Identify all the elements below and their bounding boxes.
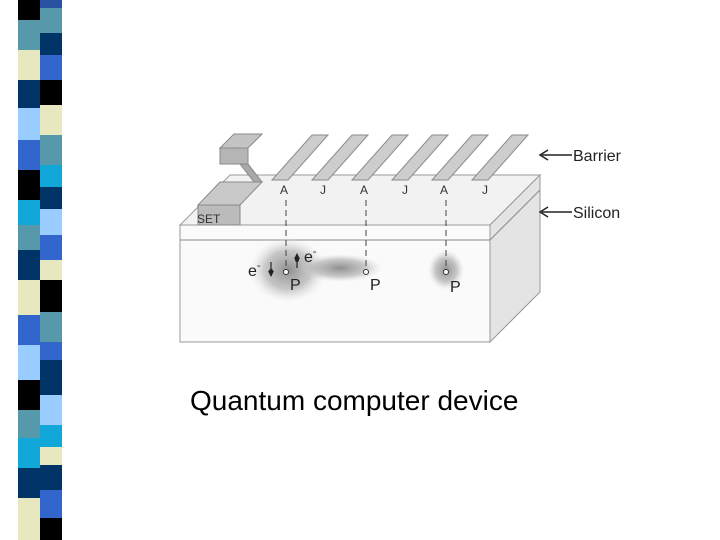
electron-cloud — [298, 254, 382, 282]
stripe-block — [18, 468, 40, 498]
stripe-block — [18, 345, 40, 380]
stripe-block — [40, 105, 62, 135]
electron-labels: e- e- — [248, 246, 317, 280]
set-lead-front — [219, 147, 249, 165]
stripe-block — [18, 108, 40, 140]
stripe-block — [40, 342, 62, 360]
stripe-block — [40, 280, 62, 312]
gate-j-label: J — [320, 183, 326, 197]
spin-up-arrow-icon — [294, 253, 300, 268]
stripe-block — [40, 395, 62, 425]
stripe-block — [40, 490, 62, 518]
stripe-block — [18, 0, 40, 20]
phosphorus-label: P — [450, 279, 461, 296]
stripe-block — [40, 165, 62, 187]
gate-bar — [470, 134, 530, 181]
stripe-block — [40, 33, 62, 55]
barrier-label: Barrier — [573, 148, 622, 165]
donor-dot — [283, 269, 289, 275]
gate-j-label: J — [482, 183, 488, 197]
electron-label: e- — [248, 260, 261, 280]
stripe-block — [18, 410, 40, 438]
set-connector — [238, 163, 264, 183]
silicon-arrowhead-icon — [538, 206, 549, 218]
set-lead — [218, 133, 264, 149]
stripe-block — [18, 280, 40, 315]
stripe-block — [40, 312, 62, 342]
gate-a-label: A — [440, 183, 448, 197]
slide-caption: Quantum computer device — [190, 385, 519, 416]
donor-dot — [363, 269, 369, 275]
gate-donor-lines — [285, 200, 447, 270]
stripe-block — [18, 80, 40, 108]
barrier-arrowhead-icon — [538, 149, 549, 161]
gate-bar — [270, 134, 330, 181]
stripe-block — [40, 465, 62, 490]
stripe-block — [40, 135, 62, 165]
stripe-block — [40, 55, 62, 80]
stripe-block — [40, 360, 62, 395]
stripe-block — [40, 425, 62, 447]
stripe-block — [18, 438, 40, 468]
stripe-block — [18, 225, 40, 250]
stripe-block — [40, 8, 62, 33]
gate-bar — [430, 134, 490, 181]
stripe-block — [40, 235, 62, 260]
stripe-block — [40, 518, 62, 540]
stripe-block — [18, 140, 40, 170]
gate-electrodes — [270, 134, 530, 181]
spin-down-arrow-icon — [268, 262, 274, 277]
phosphorus-label: P — [370, 277, 381, 294]
gate-a-label: A — [280, 183, 288, 197]
stripe-block — [18, 380, 40, 410]
gate-labels: A J A J A J — [280, 183, 488, 197]
stripe-block — [40, 187, 62, 209]
gate-a-label: A — [360, 183, 368, 197]
silicon-callout: Silicon — [538, 205, 620, 222]
barrier-callout: Barrier — [538, 148, 622, 165]
stripe-block — [18, 498, 40, 540]
quantum-device-diagram: A J A J A J SET P P P e- — [178, 133, 622, 344]
stripe-block — [40, 0, 62, 8]
stripe-block — [40, 80, 62, 105]
gate-j-label: J — [402, 183, 408, 197]
set-electrode — [196, 133, 264, 226]
stripe-block — [18, 200, 40, 225]
decorative-stripe-bar — [0, 0, 70, 540]
phosphorus-donors — [283, 269, 449, 275]
gate-bar — [390, 134, 450, 181]
gate-bar — [350, 134, 410, 181]
stripe-block — [18, 315, 40, 345]
stripe-block — [18, 50, 40, 80]
set-block-front — [197, 204, 241, 226]
silicon-label: Silicon — [573, 205, 620, 222]
phosphorus-label: P — [290, 277, 301, 294]
donor-dot — [443, 269, 449, 275]
set-label: SET — [197, 212, 221, 226]
stripe-block — [40, 260, 62, 280]
stripe-block — [40, 209, 62, 235]
stripe-block — [18, 250, 40, 280]
stripe-block — [40, 447, 62, 465]
electron-label: e- — [304, 246, 317, 266]
gate-bar — [310, 134, 370, 181]
barrier-layer-side-line — [489, 189, 541, 241]
phosphorus-labels: P P P — [290, 277, 461, 296]
stripe-block — [18, 170, 40, 200]
stripe-block — [18, 20, 40, 50]
silicon-block — [178, 173, 542, 344]
